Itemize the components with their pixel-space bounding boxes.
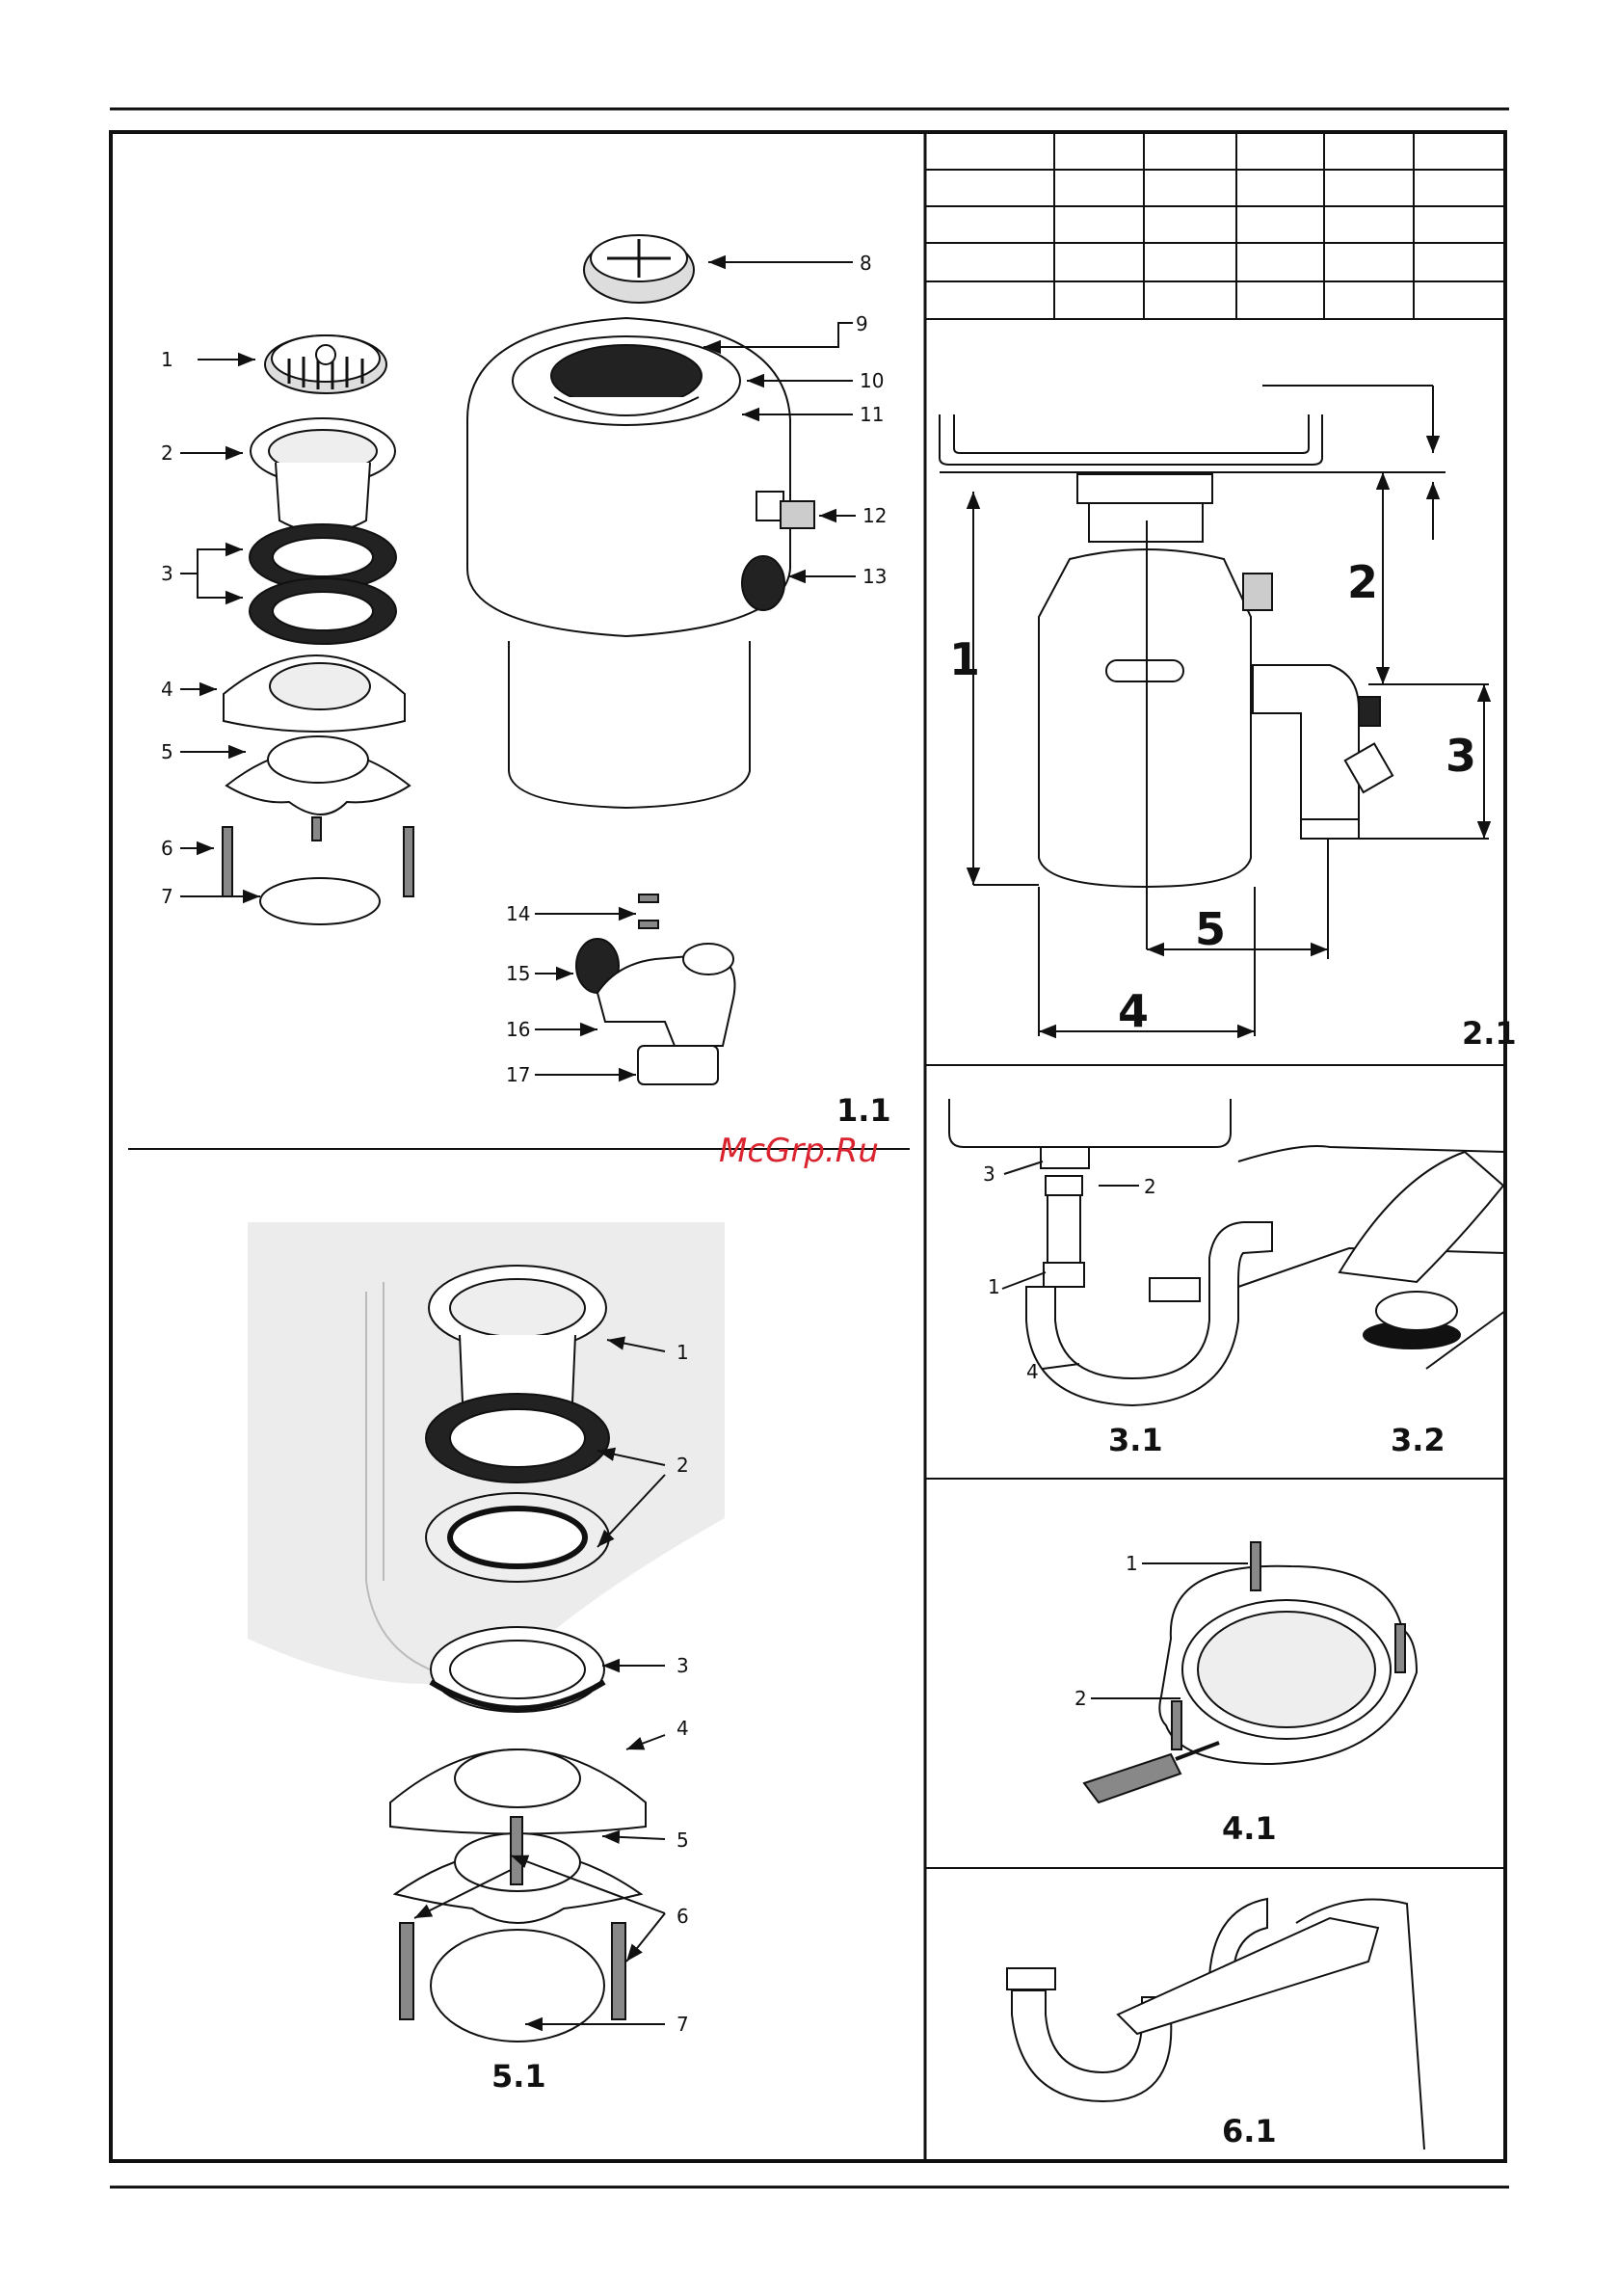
figure-number: 5.1 <box>491 2058 546 2095</box>
snap-ring-part <box>260 878 380 924</box>
fig-2-1 <box>940 414 1446 887</box>
fig-6-1 <box>1007 1899 1424 2149</box>
fig-3-1 <box>949 1099 1272 1405</box>
fig-5-1 <box>248 1222 725 2042</box>
part-label: 2 <box>1144 1175 1156 1198</box>
dimension-label: 4 <box>1118 985 1149 1037</box>
drain-pipe <box>1007 1968 1055 1989</box>
part-label: 1 <box>161 348 173 371</box>
part-label: 17 <box>506 1063 530 1086</box>
discharge-outlet <box>742 556 784 610</box>
figure-number: 6.1 <box>1222 2113 1277 2149</box>
screw-part <box>223 827 232 896</box>
hand-illustration <box>1339 1152 1503 1282</box>
part-label: 7 <box>676 2013 689 2036</box>
fig-3-2 <box>1238 1146 1505 1369</box>
part-label: 1 <box>676 1341 689 1364</box>
watermark: McGrp.Ru <box>719 1132 879 1170</box>
dimension-label: 2 <box>1347 556 1378 608</box>
part-label: 6 <box>161 837 173 860</box>
figure-number: 3.2 <box>1391 1422 1446 1458</box>
part-label: 4 <box>161 678 173 701</box>
figure-number: 4.1 <box>1222 1810 1277 1847</box>
figure-number: 1.1 <box>836 1092 891 1129</box>
part-label: 10 <box>860 369 884 392</box>
disposer-side-view <box>1039 549 1251 887</box>
part-label: 5 <box>161 740 173 763</box>
part-label: 2 <box>161 441 173 465</box>
elbow-screws <box>639 894 658 902</box>
dishwasher-inlet <box>781 501 814 528</box>
part-label: 1 <box>1126 1552 1138 1575</box>
part-label: 2 <box>676 1454 689 1477</box>
part-label: 6 <box>676 1905 689 1928</box>
part-label: 16 <box>506 1018 530 1041</box>
part-label: 4 <box>1026 1360 1039 1383</box>
part-label: 14 <box>506 902 530 925</box>
dimension-label: 5 <box>1195 903 1226 955</box>
pipe-wrench <box>1118 1918 1378 2034</box>
part-label: 3 <box>676 1654 689 1677</box>
part-label: 8 <box>860 252 872 275</box>
part-label: 9 <box>856 312 868 335</box>
screwdriver <box>1084 1754 1180 1802</box>
dimension-table <box>925 132 1505 319</box>
part-label: 4 <box>676 1717 689 1740</box>
part-label: 15 <box>506 962 530 985</box>
part-label: 13 <box>862 565 887 588</box>
part-label: 2 <box>1074 1687 1087 1710</box>
part-label: 5 <box>676 1829 689 1852</box>
part-label: 12 <box>862 504 887 527</box>
part-label: 1 <box>988 1275 1000 1298</box>
figure-number: 2.1 <box>1462 1015 1517 1052</box>
dimension-label: 1 <box>949 633 980 685</box>
part-label: 3 <box>161 562 173 585</box>
part-label: 7 <box>161 885 173 908</box>
part-label: 3 <box>983 1162 995 1186</box>
part-label: 11 <box>860 403 884 426</box>
dimension-label: 3 <box>1446 730 1476 782</box>
fig-1-1 <box>223 235 814 1084</box>
fig-4-1 <box>1084 1542 1417 1802</box>
figure-number: 3.1 <box>1108 1422 1163 1458</box>
